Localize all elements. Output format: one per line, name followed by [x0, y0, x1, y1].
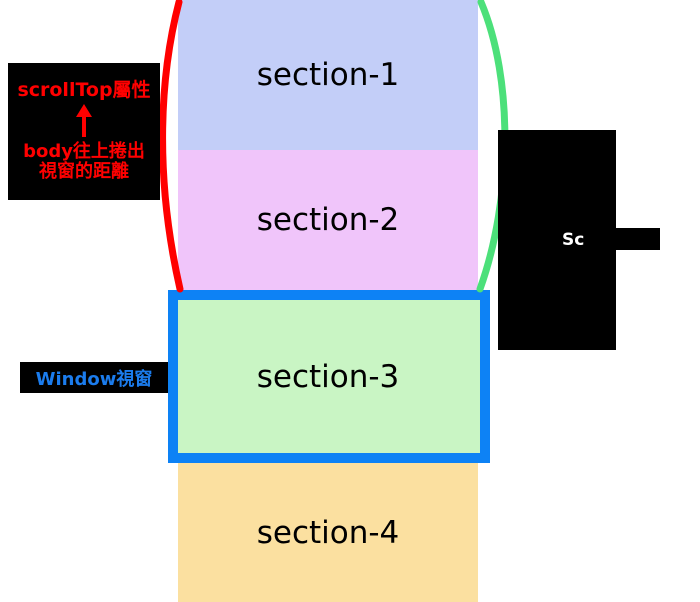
section-block-1: section-1 — [178, 0, 478, 150]
section-block-2: section-2 — [178, 150, 478, 290]
section-4-label: section-4 — [256, 514, 400, 551]
scrolltop-callout: scrollTop屬性 body往上捲出 視窗的距離 — [8, 63, 160, 200]
section-block-4: section-4 — [178, 463, 478, 602]
section-3-label: section-3 — [256, 358, 400, 395]
window-label: Window視窗 — [35, 368, 153, 390]
section-2-label: section-2 — [256, 202, 400, 238]
scrollheight-label: Sc — [562, 230, 585, 250]
scrolltop-desc-line1: body往上捲出 — [23, 140, 145, 162]
section-block-3: section-3 — [178, 290, 478, 463]
up-arrow-icon — [76, 103, 92, 137]
scrolltop-title: scrollTop屬性 — [17, 78, 151, 101]
window-viewport-callout: Window視窗 — [20, 362, 168, 393]
scrolltop-desc-line2: 視窗的距離 — [39, 161, 129, 183]
window-viewport-frame — [168, 290, 490, 463]
scrollheight-occluder-strip — [586, 228, 660, 250]
section-1-label: section-1 — [256, 57, 400, 93]
